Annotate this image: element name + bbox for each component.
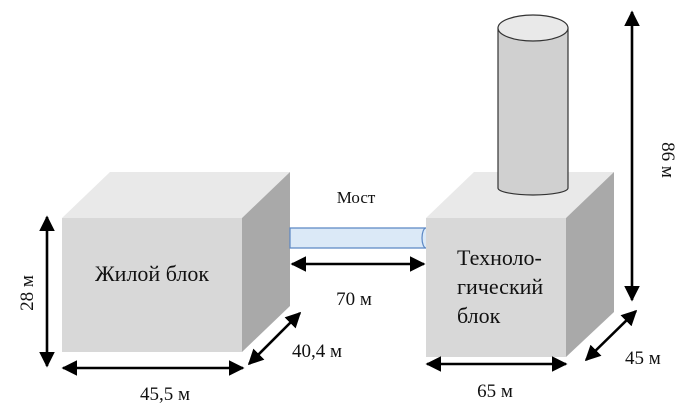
technological-width-label: 65 м (477, 381, 513, 402)
technological-block-label-line-2: гический (457, 274, 543, 299)
residential-depth-arrow (247, 311, 302, 366)
residential-height-label: 28 м (17, 275, 38, 311)
technological-block-label: Техноло- гический блок (457, 245, 549, 328)
chimney-top (497, 14, 569, 42)
chimney-body (497, 27, 569, 196)
chimney (497, 14, 569, 196)
technological-block-front (426, 218, 566, 357)
residential-block-top (62, 172, 290, 218)
technological-block: Техноло- гический блок (426, 172, 614, 357)
bridge-body (289, 227, 427, 249)
technological-block-label-line-1: Техноло- (457, 245, 542, 270)
residential-width-label: 45,5 м (140, 384, 190, 405)
residential-depth-label: 40,4 м (292, 341, 342, 362)
technological-block-label-line-3: блок (457, 303, 501, 328)
bridge-length-label: 70 м (336, 289, 372, 310)
bridge-label: Мост (337, 188, 376, 207)
residential-block-side (242, 172, 290, 352)
residential-block: Жилой блок (62, 172, 290, 352)
residential-block-label: Жилой блок (95, 261, 209, 286)
chimney-height-label: 86 м (657, 142, 678, 178)
technological-depth-arrow (584, 309, 638, 362)
residential-block-front (62, 218, 242, 352)
technological-depth-label: 45 м (625, 348, 661, 369)
bridge: Мост (289, 188, 431, 249)
dimension-arrows (39, 10, 640, 376)
